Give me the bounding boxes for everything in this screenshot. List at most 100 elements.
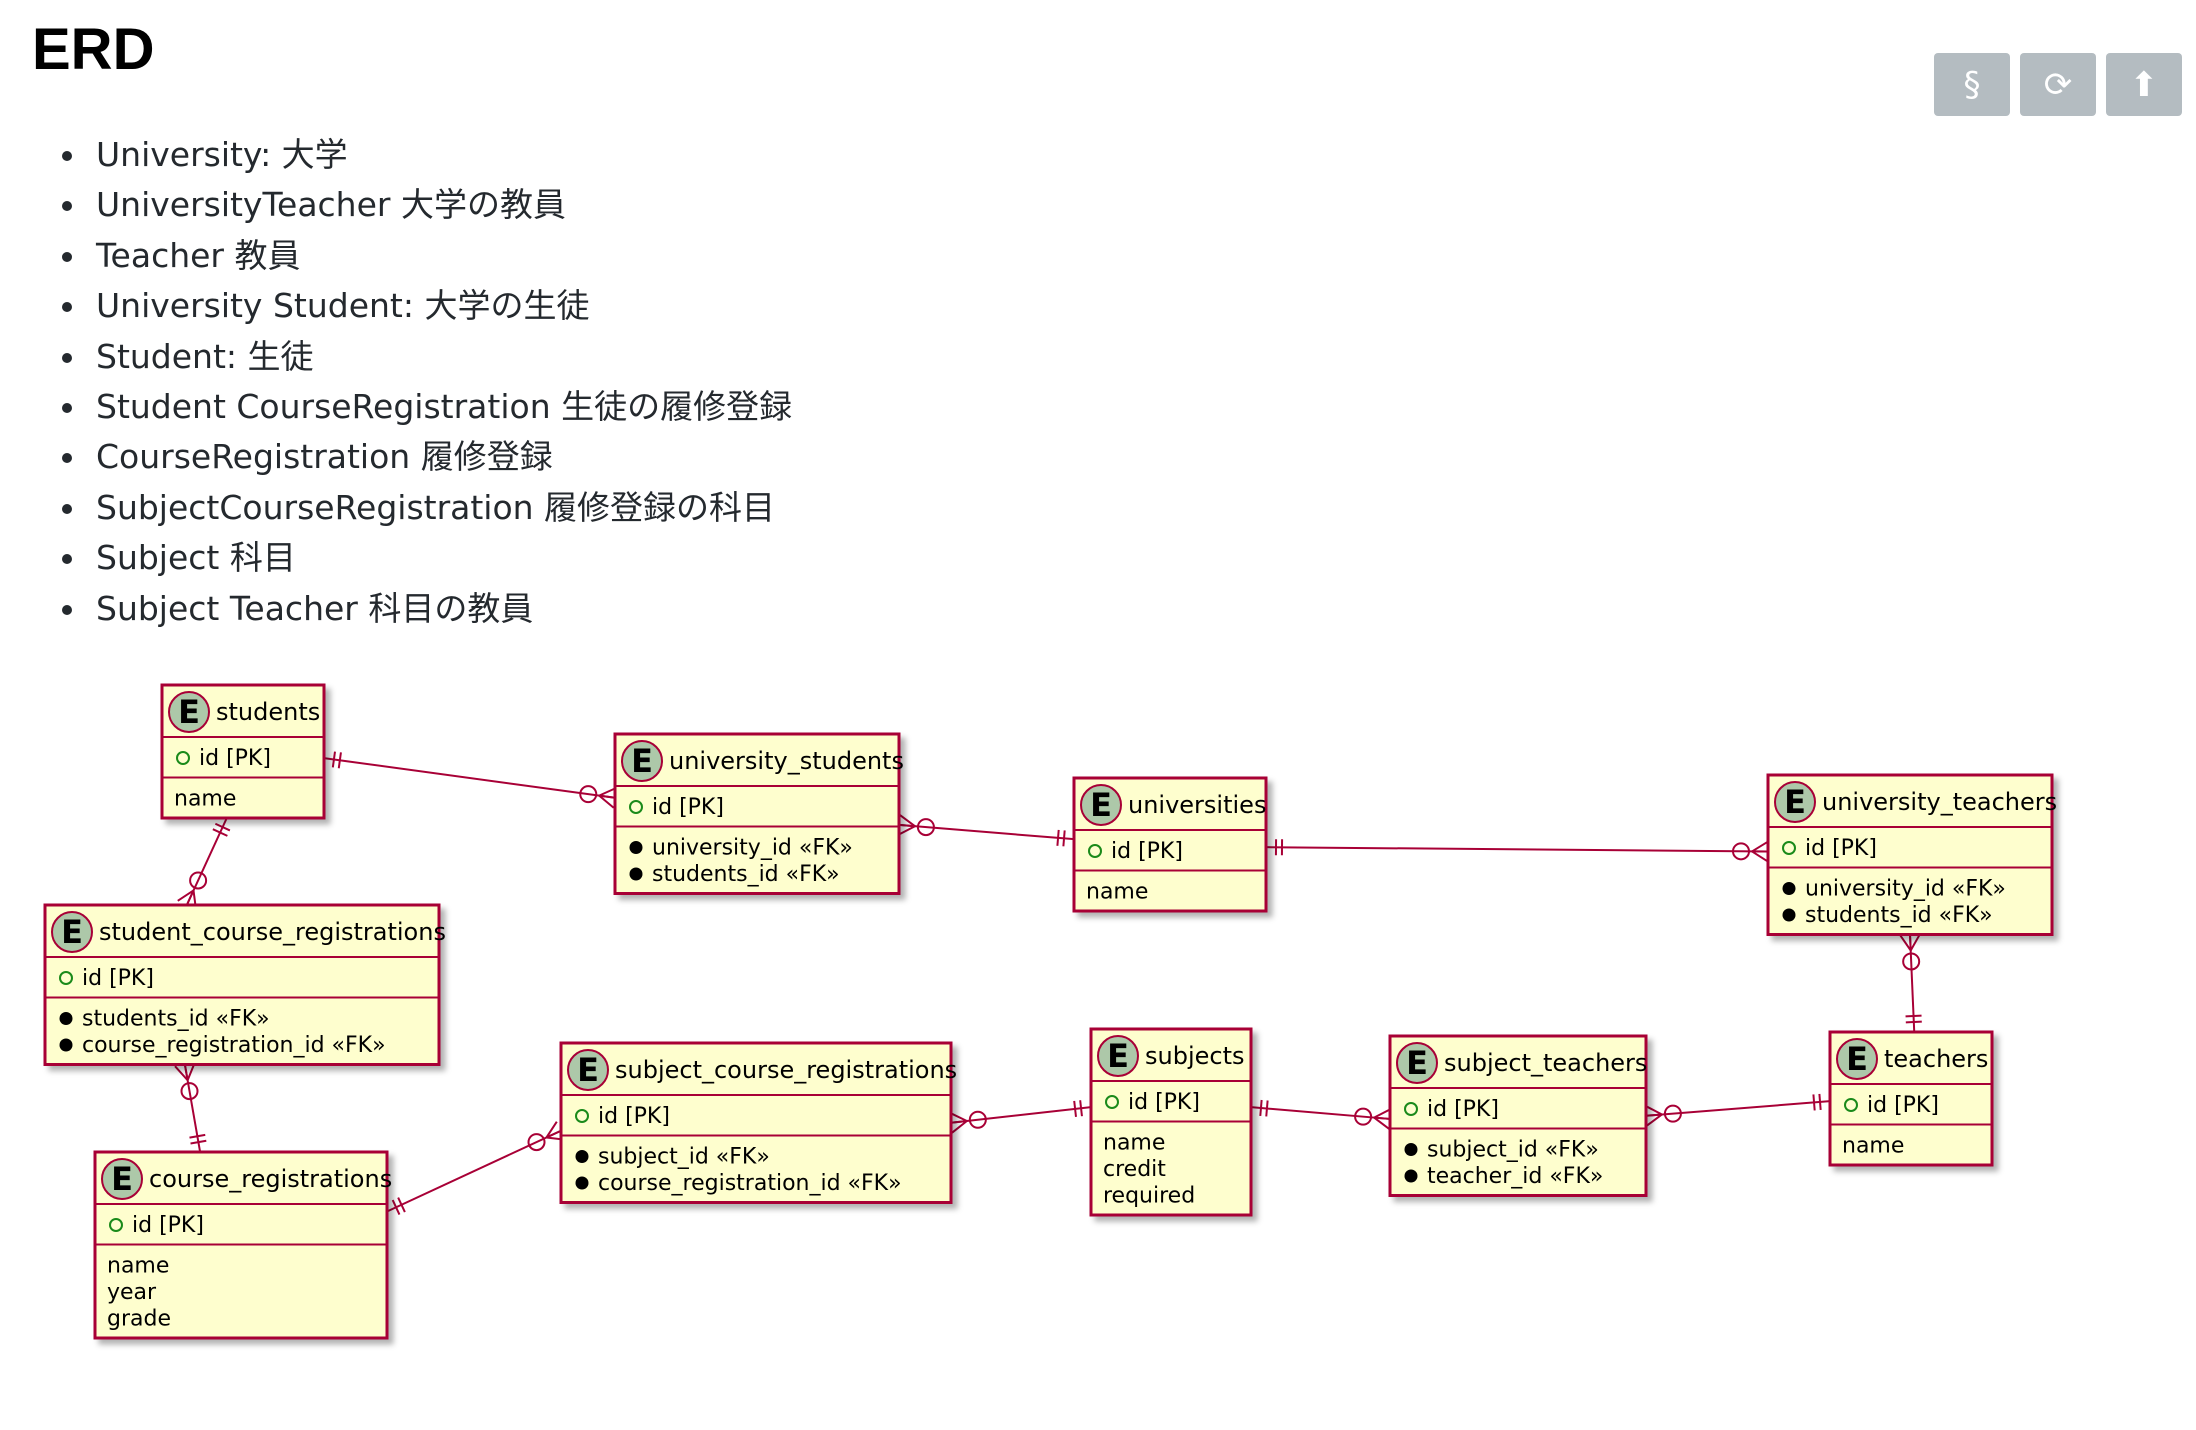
cardinality-one-mark [337, 752, 342, 769]
relation-students-to-student-course-registrations [177, 817, 231, 910]
cardinality-many-mark [1646, 1113, 1663, 1127]
cardinality-one-mark [189, 1133, 206, 1139]
cardinality-many-mark [949, 1111, 968, 1122]
entity-icon [101, 1158, 143, 1200]
entity-icon-letter: E [577, 1051, 599, 1089]
entity-name: subjects [1145, 1042, 1245, 1070]
entity-attribute: course_registration_id «FK» [82, 1033, 386, 1058]
entity-attribute: students_id «FK» [1805, 903, 1993, 928]
entity-icon-letter: E [61, 913, 83, 951]
cardinality-one-mark [1905, 1020, 1922, 1024]
entity-name: university_teachers [1822, 788, 2057, 816]
entity-attribute: university_id «FK» [652, 836, 853, 861]
entity-pk-field: id [PK] [652, 795, 724, 820]
entity-attribute: students_id «FK» [652, 862, 840, 887]
section-icon: § [1963, 64, 1981, 105]
entity-attribute: year [107, 1280, 157, 1305]
page-title: ERD [32, 17, 155, 82]
cardinality-zero-mark [189, 871, 208, 890]
cardinality-many-mark [1373, 1116, 1390, 1130]
entity-attribute: name [174, 787, 236, 812]
cardinality-one-mark [397, 1197, 406, 1213]
cardinality-zero-mark [1354, 1107, 1373, 1126]
entity-icon [1774, 781, 1816, 823]
cardinality-many-mark [598, 786, 617, 797]
cardinality-one-mark [1073, 1100, 1077, 1117]
entity-attribute: course_registration_id «FK» [598, 1171, 902, 1196]
cardinality-many-mark [183, 1064, 189, 1081]
cardinality-many-mark [899, 814, 916, 828]
pk-marker-icon [1844, 1098, 1858, 1112]
entity-icon [168, 691, 210, 733]
glossary-list: University: 大学 UniversityTeacher 大学の教員 T… [62, 130, 792, 634]
list-item: Student: 生徒 [62, 332, 792, 382]
cardinality-zero-mark [1663, 1104, 1682, 1123]
cardinality-zero-mark [1902, 952, 1921, 971]
relation-line [898, 823, 1075, 841]
entity-pk-field: id [PK] [1805, 836, 1877, 861]
fk-marker-icon [59, 1012, 73, 1025]
cardinality-many-mark [1909, 934, 1912, 951]
entity-attribute: university_id «FK» [1805, 877, 2006, 902]
entity-name: course_registrations [149, 1165, 392, 1193]
relation-line [323, 757, 616, 799]
cardinality-zero-mark [968, 1110, 987, 1129]
section-button[interactable]: § [1934, 53, 2010, 116]
cardinality-many-mark [951, 1120, 968, 1134]
entity-attribute: required [1103, 1184, 1195, 1209]
entity-icon-letter: E [631, 742, 653, 780]
cardinality-many-mark [1644, 1104, 1663, 1116]
pk-marker-icon [109, 1218, 123, 1232]
entity-name: university_students [669, 747, 904, 775]
cardinality-many-mark [1751, 850, 1769, 863]
arrow-up-icon: ⬆ [2129, 64, 2159, 105]
entity-name: universities [1128, 791, 1266, 819]
cardinality-one-mark [1056, 829, 1060, 846]
pk-marker-icon [1088, 844, 1102, 858]
cardinality-zero-mark [527, 1133, 546, 1152]
list-item: Teacher 教員 [62, 231, 792, 281]
fk-marker-icon [575, 1150, 589, 1163]
entity-icon [1836, 1038, 1878, 1080]
list-item: Subject 科目 [62, 533, 792, 583]
relation-subject-teachers-to-teachers [1644, 1093, 1831, 1127]
entity-pk-field: id [PK] [132, 1213, 204, 1238]
relation-line [1645, 1100, 1831, 1117]
relation-university-teachers-to-teachers [1899, 933, 1922, 1033]
cardinality-one-mark [391, 1199, 401, 1215]
entity-name: teachers [1884, 1045, 1988, 1073]
cardinality-many-mark [1373, 1116, 1391, 1120]
pk-marker-icon [59, 971, 73, 985]
cardinality-zero-mark [916, 818, 935, 837]
entity-pk-field: id [PK] [199, 746, 271, 771]
pk-marker-icon [575, 1109, 589, 1123]
entity-icon [1396, 1042, 1438, 1084]
relation-subject-course-registrations-to-subjects [949, 1100, 1092, 1134]
entity-icon-letter: E [111, 1160, 133, 1198]
cardinality-many-mark [950, 1119, 968, 1124]
upload-button[interactable]: ⬆ [2106, 53, 2182, 116]
fk-marker-icon [59, 1038, 73, 1052]
cardinality-one-mark [1812, 1094, 1816, 1111]
relation-students-to-university-students [323, 751, 617, 809]
refresh-button[interactable]: ⟳ [2020, 53, 2096, 116]
cardinality-zero-mark [1732, 842, 1751, 861]
entity-attribute: name [1842, 1134, 1904, 1159]
cardinality-zero-mark [579, 785, 598, 804]
cardinality-one-mark [331, 751, 336, 768]
relation-line [950, 1106, 1092, 1124]
cardinality-many-mark [1373, 1108, 1392, 1119]
entity-icon-letter: E [1784, 783, 1806, 821]
entity-pk-field: id [PK] [1867, 1093, 1939, 1118]
fk-marker-icon [629, 867, 643, 881]
